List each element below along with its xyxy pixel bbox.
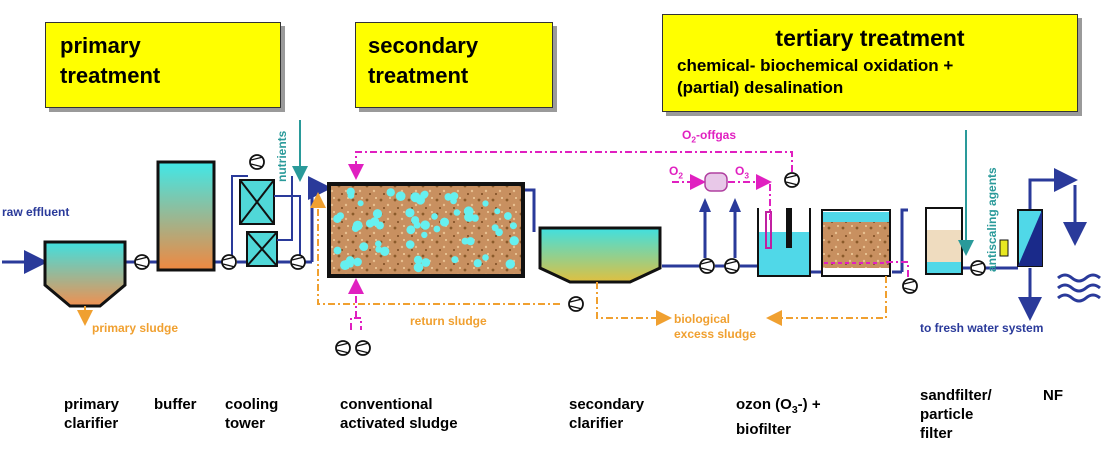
biological-excess-sludge-label: biological excess sludge <box>674 312 757 341</box>
primary-treatment-box: primary treatment <box>45 22 281 108</box>
pump-icon <box>290 254 306 270</box>
tertiary-treatment-subtitle: chemical- biochemical oxidation + (parti… <box>677 56 954 97</box>
unit-secondary-clarifier: secondary clarifier <box>569 396 645 432</box>
aeration-bubble <box>405 240 415 249</box>
aeration-bubble <box>386 188 395 197</box>
aeration-bubble <box>495 228 503 237</box>
tertiary-treatment-title: tertiary treatment <box>775 25 965 51</box>
unit-ozone-biofilter: ozon (O3-) + biofilter <box>736 396 821 438</box>
aeration-bubble <box>482 200 489 207</box>
antiscaling-agents-label: antiscaling agents <box>985 167 999 272</box>
aeration-bubble <box>473 259 482 268</box>
o2-offgas-label: O2-offgas <box>682 128 737 145</box>
pump-icon <box>134 254 150 270</box>
pumps <box>134 154 986 356</box>
aeration-bubble <box>413 262 424 273</box>
tertiary-treatment-box: tertiary treatment chemical- biochemical… <box>662 14 1078 112</box>
aeration-bubble <box>444 193 453 201</box>
pump-icon <box>724 258 740 274</box>
aeration-bubble <box>370 217 380 226</box>
pipe-arrowheads <box>699 198 741 212</box>
aeration-bubble <box>395 191 406 201</box>
nutrients-label: nutrients <box>275 130 289 182</box>
aeration-bubble <box>359 242 369 252</box>
aeration-bubble <box>440 217 449 227</box>
pump-icon <box>699 258 715 274</box>
unit-cooling-tower: cooling tower <box>225 396 279 432</box>
primary-clarifier <box>43 240 127 308</box>
aeration-bubble <box>351 224 360 232</box>
pump-icon <box>221 254 237 270</box>
aeration-bubble <box>405 208 415 218</box>
aeration-bubble <box>494 208 501 215</box>
pump-icon <box>249 154 265 170</box>
aeration-bubble <box>505 259 515 269</box>
buffer-tank <box>156 160 216 272</box>
pump-icon <box>970 260 986 276</box>
waves-icon <box>1057 273 1101 303</box>
reagent-lines <box>292 120 974 256</box>
aeration-bubble <box>504 212 512 220</box>
o3-label: O3 <box>735 164 750 181</box>
primary-treatment-title: primary treatment <box>60 33 161 88</box>
biofilter-tank <box>821 209 891 277</box>
unit-nf: NF <box>1043 387 1063 404</box>
secondary-treatment-box: secondary treatment <box>355 22 553 108</box>
ozone-generator-icon <box>704 172 728 192</box>
aeration-bubble <box>450 197 457 205</box>
aeration-bubble <box>482 254 489 261</box>
unit-sandfilter: sandfilter/ particle filter <box>920 387 992 442</box>
pump-icon <box>355 340 371 356</box>
aeration-bubble <box>509 236 519 246</box>
cooling-tower <box>231 175 301 267</box>
primary-sludge-label: primary sludge <box>92 321 179 335</box>
activated-sludge-tank <box>327 182 525 278</box>
fresh-water-label: to fresh water system <box>920 321 1044 335</box>
aeration-bubble <box>433 225 441 233</box>
process-pipes <box>2 168 1087 321</box>
aeration-bubble <box>357 200 364 207</box>
aeration-bubble <box>421 258 431 267</box>
pump-icon <box>568 296 584 312</box>
aeration-bubble <box>333 246 342 255</box>
aeration-bubble <box>380 246 390 256</box>
aeration-bubble <box>421 231 428 239</box>
aeration-bubble <box>375 240 382 248</box>
aeration-bubble <box>347 192 355 199</box>
sludge-lines <box>77 192 887 326</box>
secondary-treatment-title: secondary treatment <box>368 33 479 88</box>
unit-buffer: buffer <box>154 396 197 413</box>
aeration-bubble <box>333 214 342 223</box>
aeration-bubble <box>411 216 420 225</box>
aeration-bubble <box>451 256 459 264</box>
secondary-clarifier <box>538 226 662 284</box>
aeration-bubble <box>353 257 362 267</box>
pump-icon <box>335 340 351 356</box>
aeration-bubble <box>413 255 423 264</box>
aeration-bubble <box>406 225 416 235</box>
offgas-lines <box>351 151 909 330</box>
unit-activated-sludge: conventional activated sludge <box>340 396 458 432</box>
raw-effluent-label: raw effluent <box>2 205 70 219</box>
aeration-bubble <box>509 222 517 230</box>
pump-icon <box>784 172 800 188</box>
aeration-bubble <box>420 191 428 199</box>
aeration-bubble <box>420 220 430 230</box>
aeration-bubble <box>372 209 383 219</box>
aeration-bubble <box>346 260 354 268</box>
nf-module <box>999 209 1043 267</box>
pump-icon <box>902 278 918 294</box>
sandfilter <box>925 207 963 275</box>
unit-primary-clarifier: primary clarifier <box>64 396 120 432</box>
ozone-reactor <box>757 208 811 277</box>
aeration-bubble <box>431 213 438 220</box>
o2-label: O2 <box>669 164 684 181</box>
aeration-bubble <box>461 237 469 245</box>
aeration-bubble <box>466 237 475 246</box>
return-sludge-label: return sludge <box>410 314 487 328</box>
aeration-bubble <box>453 209 461 216</box>
aeration-bubble <box>464 212 474 222</box>
